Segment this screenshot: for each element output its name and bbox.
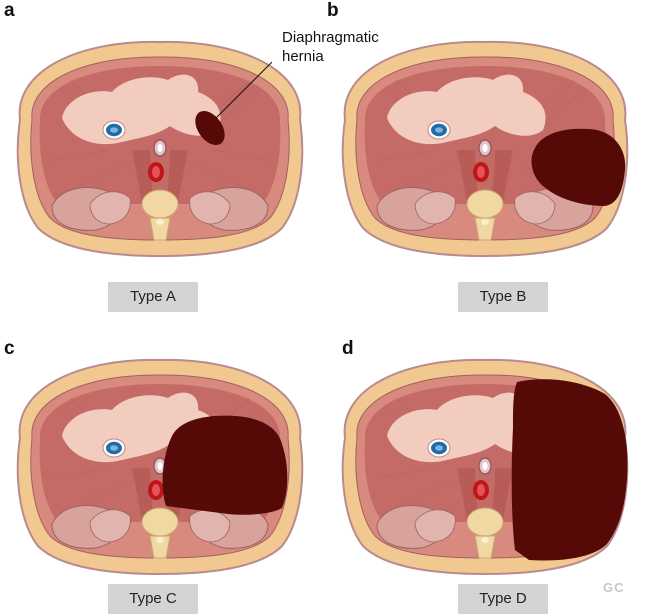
torso-diagram-a <box>16 40 304 257</box>
panel-a: a Type A <box>0 0 325 312</box>
panel-letter-d: d <box>342 338 354 359</box>
panel-letter-b: b <box>327 0 339 21</box>
type-label-d: Type D <box>458 584 548 614</box>
torso-diagram-d <box>341 358 629 575</box>
callout-line-1: Diaphragmatic <box>282 29 379 46</box>
hernia-defect-a <box>195 110 225 146</box>
callout-leader-line <box>215 61 273 119</box>
hernia-defect-d <box>511 379 628 561</box>
panel-b: b Type B <box>325 0 650 312</box>
hernia-defect-b <box>531 128 626 206</box>
panel-c: c Type C <box>0 308 325 616</box>
gc-watermark: GC <box>603 580 625 595</box>
type-label-a: Type A <box>108 282 198 312</box>
panel-d: d Type D <box>325 308 650 616</box>
panel-letter-a: a <box>4 0 15 21</box>
type-label-c: Type C <box>108 584 198 614</box>
diaphragmatic-hernia-callout: Diaphragmatic hernia <box>282 28 379 66</box>
panel-letter-c: c <box>4 338 15 359</box>
torso-diagram-b <box>341 40 629 257</box>
hernia-defect-c <box>162 415 288 515</box>
callout-line-2: hernia <box>282 48 324 65</box>
torso-diagram-c <box>16 358 304 575</box>
type-label-b: Type B <box>458 282 548 312</box>
